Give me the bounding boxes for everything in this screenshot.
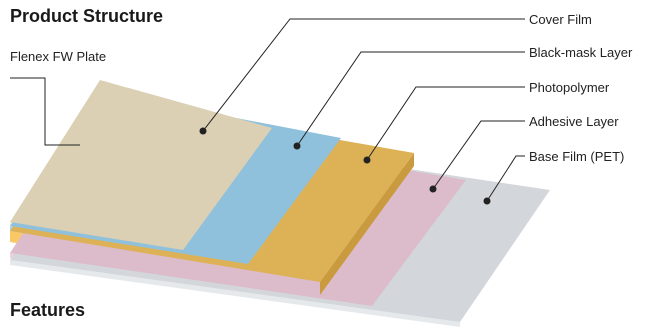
marker-adhesive <box>429 185 437 193</box>
layer-label-blackmask: Black-mask Layer <box>529 45 633 60</box>
base-film-edge <box>10 260 460 327</box>
product-structure-heading: Product Structure <box>10 6 164 26</box>
features-heading: Features <box>10 300 86 320</box>
product-label: Flenex FW Plate <box>10 49 106 64</box>
leader-cover-film <box>202 18 525 132</box>
layer-label-adhesive: Adhesive Layer <box>529 114 619 129</box>
marker-base-film <box>483 197 491 205</box>
layer-label-cover-film: Cover Film <box>529 12 592 27</box>
leader-blackmask <box>296 51 525 147</box>
marker-photopolymer <box>363 156 371 164</box>
cover-film-layer <box>10 80 272 250</box>
leader-base-film <box>486 155 525 202</box>
marker-cover-film <box>199 127 207 135</box>
marker-blackmask <box>293 142 301 150</box>
layer-label-base-film: Base Film (PET) <box>529 149 624 164</box>
photopolymer-side <box>320 153 414 295</box>
layer-label-photopolymer: Photopolymer <box>529 80 610 95</box>
leader-adhesive <box>432 120 525 190</box>
leader-photopolymer <box>366 86 525 161</box>
leader-product <box>10 77 80 146</box>
